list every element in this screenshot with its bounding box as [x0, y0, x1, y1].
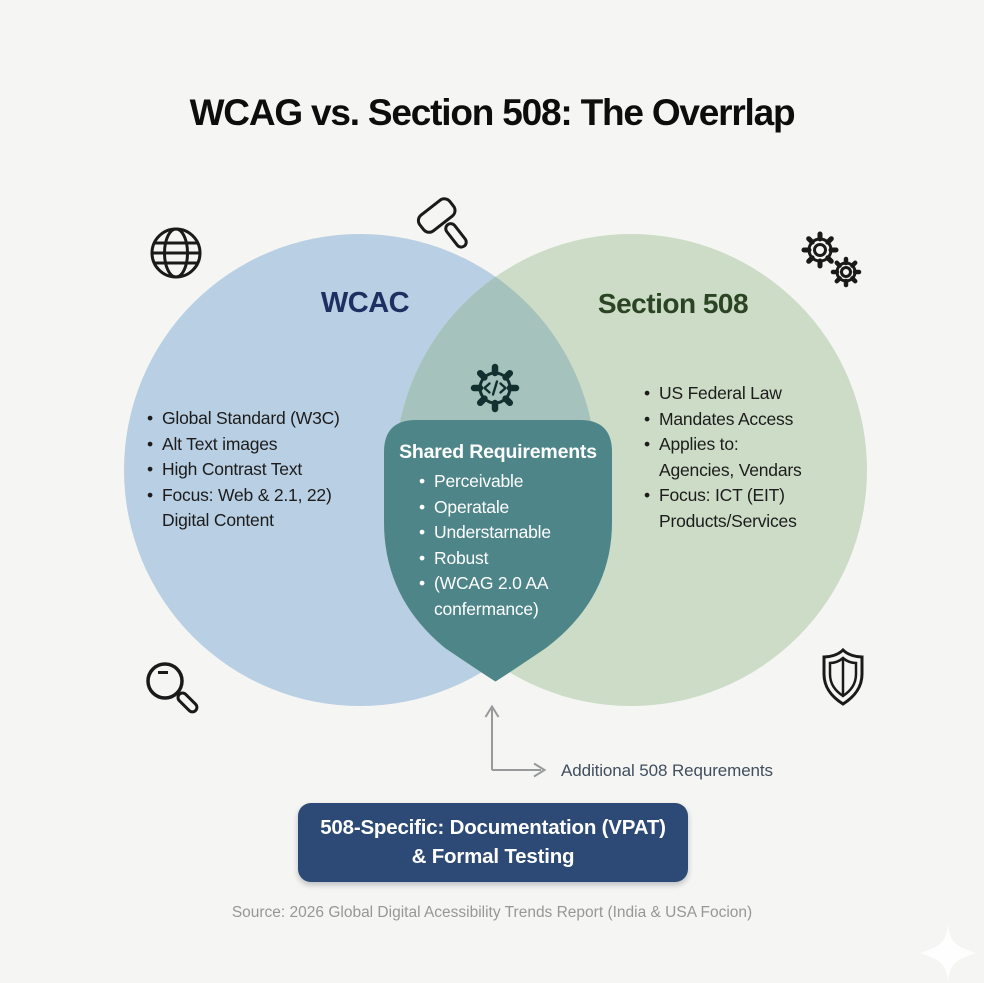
- list-item: (WCAG 2.0 AA confermance): [418, 571, 613, 622]
- sparkle-icon: [918, 923, 978, 983]
- left-circle-heading: WCAC: [320, 287, 410, 319]
- globe-icon: [147, 224, 205, 282]
- shield-icon: [815, 646, 871, 708]
- source-attribution: Source: 2026 Global Digital Acessibility…: [231, 904, 753, 921]
- list-item: US Federal Law: [643, 381, 893, 407]
- shared-requirements-heading: Shared Requirements: [399, 441, 597, 463]
- list-item: High Contrast Text: [146, 457, 402, 483]
- list-item: Alt Text images: [146, 432, 402, 458]
- callout-text: 508-Specific: Documentation (VPAT) & For…: [320, 816, 666, 868]
- gear-code-icon: [465, 358, 525, 418]
- list-item: Operatale: [418, 495, 613, 521]
- right-circle-heading: Section 508: [597, 288, 749, 319]
- callout-box: 508-Specific: Documentation (VPAT) & For…: [298, 803, 688, 882]
- list-item: Global Standard (W3C): [146, 406, 402, 432]
- shared-requirements-list: Perceivable Operatale Understarnable Rob…: [418, 469, 613, 622]
- page-title: WCAG vs. Section 508: The Overrlap: [189, 92, 796, 133]
- annotation-arrow: [484, 704, 547, 778]
- right-circle-list: US Federal Law Mandates Access Applies t…: [643, 381, 893, 534]
- list-item: Focus: ICT (EIT) Products/Services: [643, 483, 893, 534]
- list-item: Applies to: Agencies, Vendars: [643, 432, 893, 483]
- list-item: Understarnable: [418, 520, 613, 546]
- arrow-label: Additional 508 Requrements: [561, 761, 773, 780]
- list-item: Mandates Access: [643, 407, 893, 433]
- list-item: Robust: [418, 546, 613, 572]
- list-item: Focus: Web & 2.1, 22) Digital Content: [146, 483, 402, 534]
- gavel-icon: [406, 186, 482, 258]
- list-item: Perceivable: [418, 469, 613, 495]
- left-circle-list: Global Standard (W3C) Alt Text images Hi…: [146, 406, 402, 534]
- magnifier-icon: [138, 656, 202, 720]
- gears-icon: [794, 226, 866, 296]
